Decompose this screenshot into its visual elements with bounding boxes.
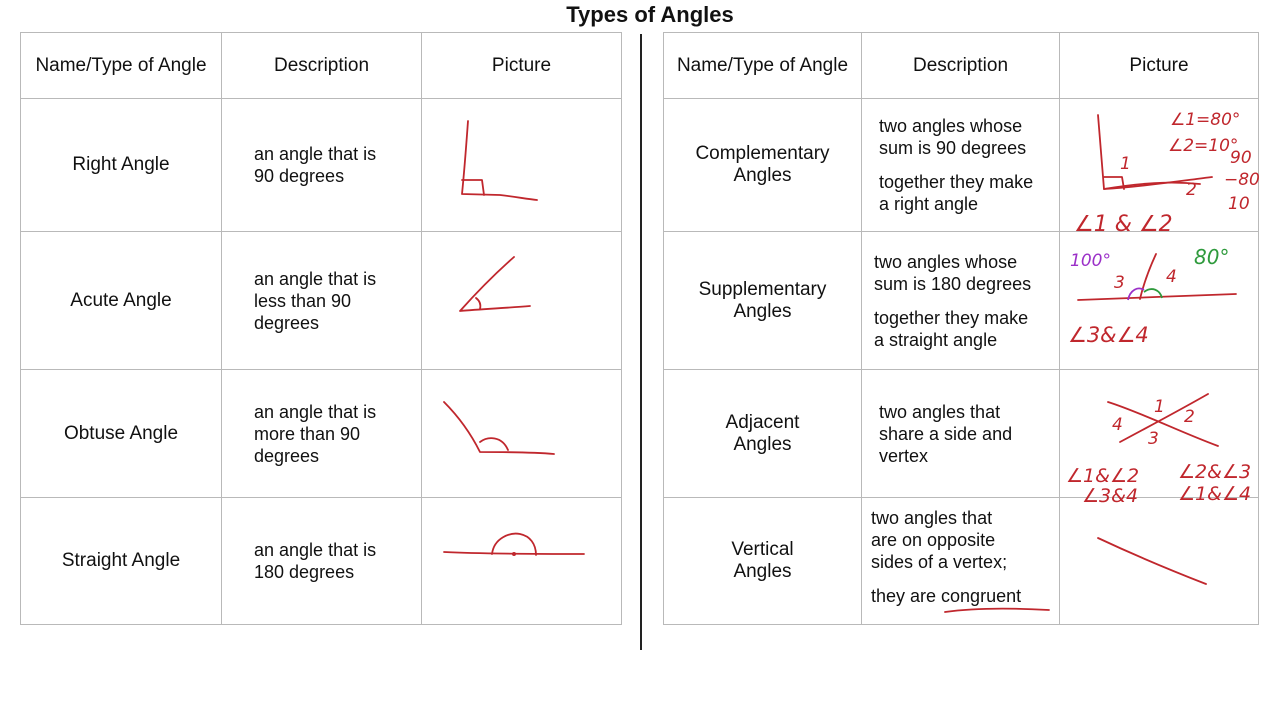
angle-description: two angles that share a side and vertex [861,369,1060,498]
page-title: Types of Angles [566,2,734,27]
complementary-angle-picture: 1 2 ∠1=80° ∠2=10° 90 −80 10 ∠1 & ∠2 [1059,98,1260,237]
angle-description: an angle that is 180 degrees [221,497,422,625]
straight-angle-picture [421,497,622,625]
angle-name: Vertical Angles [663,497,862,625]
angle-description: an angle that is more than 90 degrees [221,369,422,498]
angle-name: Straight Angle [20,497,222,625]
table-row: Adjacent Angles two angles that share a … [663,369,1259,507]
angle-name: Complementary Angles [663,98,862,232]
svg-text:80°: 80° [1194,245,1229,269]
header-row: Name/Type of Angle Description Picture [20,32,622,99]
svg-text:4: 4 [1166,267,1177,287]
vertical-angle-picture [1059,497,1259,625]
angle-description: an angle that is 90 degrees [221,98,422,232]
angle-name: Right Angle [20,98,222,232]
obtuse-angle-picture [421,369,622,498]
angle-description: two angles whose sum is 180 degrees toge… [861,231,1060,370]
angle-description: two angles whose sum is 90 degrees toget… [861,98,1060,232]
angle-description: two angles that are on opposite sides of… [861,497,1060,625]
table-row: Obtuse Angle an angle that is more than … [20,369,622,498]
svg-text:−80: −80 [1224,170,1260,190]
angle-name: Obtuse Angle [20,369,222,498]
svg-text:3: 3 [1148,429,1159,449]
header-description: Description [861,32,1060,99]
center-divider [640,34,642,650]
svg-text:4: 4 [1112,415,1123,435]
svg-text:90: 90 [1230,148,1252,168]
header-picture: Picture [421,32,622,99]
svg-text:∠3&∠4: ∠3&∠4 [1068,323,1149,347]
svg-text:∠2&∠3: ∠2&∠3 [1178,461,1251,483]
header-name: Name/Type of Angle [663,32,862,99]
header-name: Name/Type of Angle [20,32,222,99]
left-angles-table: Name/Type of Angle Description Picture R… [20,32,622,625]
right-angles-table: Name/Type of Angle Description Picture C… [663,32,1260,625]
table-row: Complementary Angles two angles whose su… [663,98,1260,237]
underline-mark [944,607,1050,613]
svg-text:1: 1 [1154,397,1165,417]
svg-text:2: 2 [1186,180,1197,200]
svg-text:100°: 100° [1070,251,1111,271]
angle-name: Supplementary Angles [663,231,862,370]
table-row: Right Angle an angle that is 90 degrees [20,98,622,232]
svg-text:10: 10 [1228,194,1250,214]
table-row: Acute Angle an angle that is less than 9… [20,231,622,370]
svg-text:∠2=10°: ∠2=10° [1168,136,1238,156]
header-row: Name/Type of Angle Description Picture [663,32,1259,99]
header-picture: Picture [1059,32,1259,99]
svg-text:1: 1 [1120,154,1131,174]
supplementary-angle-picture: 3 4 100° 80° ∠3&∠4 [1059,231,1259,370]
table-row: Vertical Angles two angles that are on o… [663,497,1259,625]
table-row: Supplementary Angles two angles whose su… [663,231,1259,370]
acute-angle-picture [421,231,622,370]
table-row: Straight Angle an angle that is 180 degr… [20,497,622,625]
angle-description: an angle that is less than 90 degrees [221,231,422,370]
right-angle-picture [421,98,622,232]
angle-name: Acute Angle [20,231,222,370]
header-description: Description [221,32,422,99]
adjacent-angle-picture: 1 2 3 4 ∠1&∠2 ∠2&∠3 ∠3&4 ∠1&∠4 [1059,369,1259,507]
svg-text:3: 3 [1114,273,1125,293]
svg-text:2: 2 [1184,407,1195,427]
svg-text:∠1=80°: ∠1=80° [1170,110,1240,130]
angle-name: Adjacent Angles [663,369,862,498]
svg-text:∠1&∠2: ∠1&∠2 [1066,465,1139,487]
